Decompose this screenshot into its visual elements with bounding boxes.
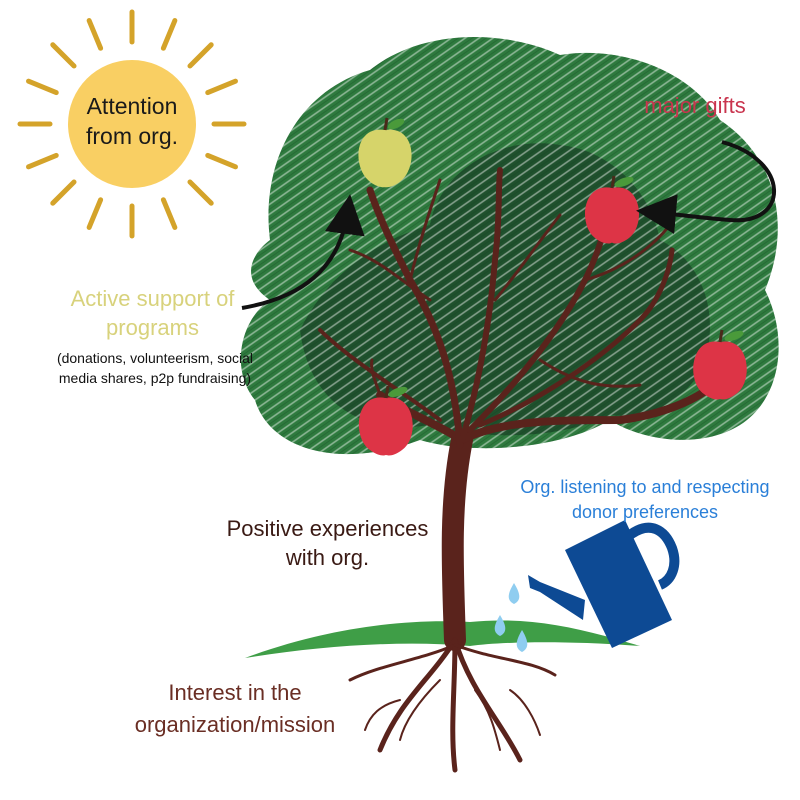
apple-icon-red-left <box>358 385 413 456</box>
sun-ray <box>187 179 214 206</box>
positive-experiences-label: Positive experiences with org. <box>226 516 429 570</box>
sun-ray <box>187 42 214 69</box>
apple-icon-red-right <box>693 329 747 400</box>
active-support-detail: (donations, volunteerism, social media s… <box>56 350 254 387</box>
interest-label: Interest in the organization/mission <box>134 680 336 737</box>
sun-ray <box>50 42 77 69</box>
grass <box>245 620 640 658</box>
sun-icon <box>17 9 247 239</box>
listening-label: Org. listening to and respecting donor p… <box>520 477 770 523</box>
sun-label: Attention from org. <box>85 93 179 149</box>
sun-ray <box>160 197 178 230</box>
sun-ray <box>26 78 59 96</box>
apple-icon-yellow <box>358 117 412 188</box>
sun-ray <box>86 197 104 230</box>
apple-icon-red-top <box>584 175 640 244</box>
sun-ray <box>205 152 238 170</box>
arrow-icon-active-support <box>241 194 365 310</box>
roots-icon <box>348 637 557 773</box>
watering-can-icon <box>528 520 680 648</box>
sun-ray <box>26 152 59 170</box>
sun-rays <box>17 9 247 239</box>
sun-ray <box>205 78 238 96</box>
water-drop-icons <box>494 583 528 652</box>
sun-ray <box>86 18 104 51</box>
sun-ray <box>160 18 178 51</box>
sun-ray <box>50 179 77 206</box>
active-support-label: Active support of programs <box>70 286 235 340</box>
major-gifts-label: major gifts <box>644 93 746 118</box>
arrow-icon-major-gifts <box>636 140 776 235</box>
sun-disc <box>68 60 196 188</box>
